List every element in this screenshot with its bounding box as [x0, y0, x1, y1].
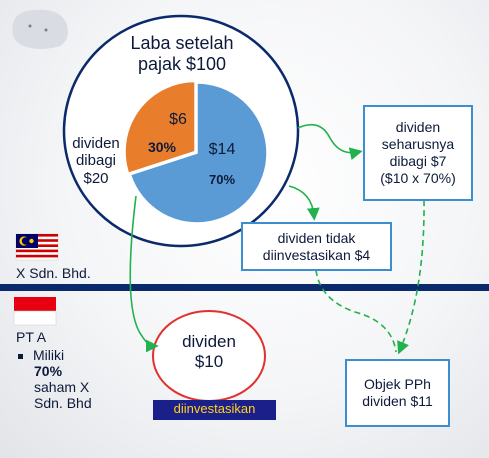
pie-slice-orange-percent: 30% [147, 139, 177, 155]
pie-slice-blue-percent: 70% [208, 172, 236, 187]
pie-slice-orange-value: $6 [169, 111, 187, 128]
tax-object-text: Objek PPh dividen $11 [362, 376, 433, 409]
invested-badge-label: diinvestasikan [173, 401, 256, 416]
ownership-line3: saham X [34, 379, 90, 396]
indonesia-company-label: PT A [16, 329, 47, 345]
dashed-arrow-from-not-invested-box [315, 269, 397, 353]
malaysia-flag-icon [15, 233, 59, 261]
profit-title-line2: pajak $100 [137, 53, 227, 74]
not-invested-box: dividen tidak diinvestasikan $4 [241, 222, 392, 271]
decorative-blob [12, 9, 68, 49]
dividend-pie [124, 80, 268, 224]
not-invested-text: dividen tidak diinvestasikan $4 [262, 229, 371, 263]
dividend-received-label: dividen $10 [169, 332, 249, 371]
profit-title-line1: Laba setelah [130, 33, 234, 53]
ownership-line1: Miliki [18, 347, 92, 363]
dividend-received-line1: dividen [182, 332, 236, 351]
pie-slice-orange [124, 80, 196, 175]
arrow-to-not-invested-box [288, 185, 320, 221]
decorative-dot [44, 28, 48, 32]
ownership-percent: 70% [34, 363, 63, 380]
dividend-shared-line2: dibagi [75, 152, 117, 170]
dividend-shared-line3: $20 [83, 169, 109, 187]
should-distribute-text: dividen seharusnya dibagi $7 ($10 x 70%) [380, 119, 456, 186]
dashed-arrow-from-should-box [397, 199, 425, 355]
ownership-line4: Sdn. Bhd [34, 395, 92, 412]
pie-slice-blue-value: $14 [208, 141, 236, 158]
bullet-icon [18, 353, 23, 359]
dividend-shared-line1: dividen [72, 135, 120, 152]
border-line [0, 284, 489, 291]
pie-slice-blue [129, 82, 268, 224]
arrow-to-should-box [297, 123, 363, 160]
indonesia-flag-icon [13, 297, 57, 326]
profit-title: Laba setelah pajak $100 [112, 33, 252, 74]
tax-object-box: Objek PPh dividen $11 [345, 359, 450, 427]
malaysia-company-label: X Sdn. Bhd. [16, 265, 91, 281]
arrow-to-dividend-circle [129, 195, 159, 353]
dividend-received-line2: $10 [194, 351, 224, 371]
ownership-bullet: Miliki 70% saham X Sdn. Bhd [18, 347, 92, 411]
should-distribute-box: dividen seharusnya dibagi $7 ($10 x 70%) [363, 105, 473, 201]
ownership-verb: Miliki [33, 347, 65, 363]
invested-badge-bg [153, 400, 276, 420]
decorative-dot [28, 24, 32, 28]
dividend-shared-label: dividen dibagi $20 [66, 135, 126, 187]
